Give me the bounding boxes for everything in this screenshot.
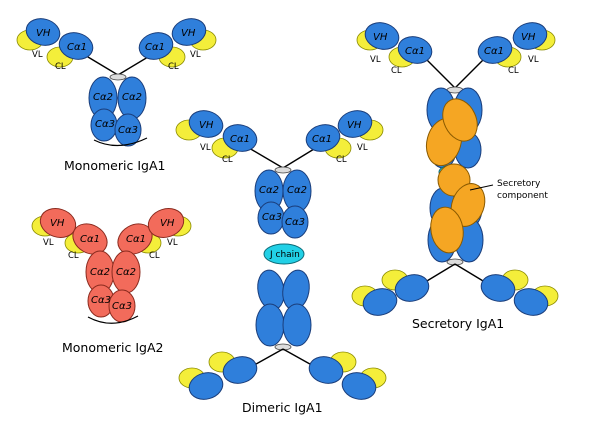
caption-dimeric-iga1: Dimeric IgA1	[242, 400, 323, 415]
cl-label: CL	[336, 155, 347, 165]
ca2-label: Cα2	[287, 185, 307, 196]
ca1-domain	[222, 124, 258, 152]
ca2-label: Cα2	[122, 92, 142, 103]
ca3-label: Cα3	[112, 301, 132, 312]
ca1-domain	[480, 274, 516, 302]
ca1-domain	[394, 274, 430, 302]
vl-label: VL	[528, 55, 539, 65]
ca1-domain	[72, 223, 108, 255]
vh-domain	[25, 18, 61, 46]
ca3-label: Cα3	[118, 125, 138, 136]
vl-label: VL	[167, 238, 178, 248]
caption-monomeric-iga2: Monomeric IgA2	[62, 340, 163, 355]
hinge-region	[274, 343, 292, 351]
ca3-label: Cα3	[91, 295, 111, 306]
vh-label: VH	[160, 218, 175, 229]
ca2-label: Cα2	[90, 267, 110, 278]
secretory-component-pointer	[469, 184, 494, 191]
ca2-label: Cα2	[116, 267, 136, 278]
ca2-domain	[282, 303, 312, 347]
ca3-label: Cα3	[262, 212, 282, 223]
ca1-label: Cα1	[126, 234, 146, 245]
cl-label: CL	[55, 62, 66, 72]
vh-domain	[362, 288, 398, 316]
vl-label: VL	[200, 143, 211, 153]
vh-label: VH	[36, 28, 51, 39]
vl-label: VL	[43, 238, 54, 248]
vh-label: VH	[521, 32, 536, 43]
vh-domain	[147, 208, 185, 238]
ca1-domain	[222, 356, 258, 384]
vh-label: VH	[181, 28, 196, 39]
tailpiece	[93, 137, 148, 147]
vh-label: VH	[373, 32, 388, 43]
secretory-component-domain	[430, 206, 464, 254]
caption-secretory-iga1: Secretory IgA1	[412, 316, 504, 331]
vh-domain	[513, 288, 549, 316]
vh-domain	[188, 110, 224, 138]
vh-domain	[364, 22, 400, 50]
vh-domain	[341, 372, 377, 400]
ca1-label: Cα1	[405, 46, 425, 57]
ca3-label: Cα3	[285, 217, 305, 228]
ca3-label: Cα3	[95, 119, 115, 130]
ca2-domain	[255, 303, 285, 347]
ca1-domain	[477, 36, 513, 64]
ca2-label: Cα2	[259, 185, 279, 196]
vh-domain	[512, 22, 548, 50]
cl-label: CL	[508, 66, 519, 76]
j-chain	[263, 243, 305, 265]
hinge-region	[446, 258, 464, 266]
secretory-component-label-2: component	[497, 191, 548, 201]
vh-domain	[188, 372, 224, 400]
monomeric-iga2: VH Cα1 Cα1 VH VL CL CL VL Cα2 Cα2 Cα3 Cα…	[31, 208, 192, 355]
hinge-region	[109, 73, 127, 81]
vh-label: VH	[347, 120, 362, 131]
dimeric-iga1: J chain VH Cα1 Cα1 VH VL CL CL VL Cα2 Cα…	[175, 110, 387, 415]
vl-label: VL	[32, 50, 43, 60]
ca1-domain	[58, 32, 94, 60]
caption-monomeric-iga1: Monomeric IgA1	[64, 158, 165, 173]
ca1-label: Cα1	[67, 42, 87, 53]
monomeric-iga1: VH Cα1 Cα1 VH VL CL CL VL Cα2 Cα2 Cα3 Cα…	[16, 18, 217, 173]
ca1-domain	[138, 32, 174, 60]
vh-domain	[171, 18, 207, 46]
cl-label: CL	[149, 251, 160, 261]
vl-label: VL	[370, 55, 381, 65]
ca1-label: Cα1	[230, 134, 250, 145]
ca1-label: Cα1	[80, 234, 100, 245]
ca3-domain	[114, 113, 142, 147]
cl-label: CL	[222, 155, 233, 165]
ca1-domain	[308, 356, 344, 384]
j-chain-label: J chain	[269, 250, 300, 260]
cl-label: CL	[391, 66, 402, 76]
ca3-domain	[281, 205, 309, 239]
hinge-region	[274, 166, 292, 174]
secretory-iga1: Secretory component VH Cα1 Cα1 VH VL CL …	[351, 22, 559, 331]
ca1-domain	[305, 124, 341, 152]
ca2-label: Cα2	[93, 92, 113, 103]
ca1-label: Cα1	[312, 134, 332, 145]
vh-domain	[337, 110, 373, 138]
cl-label: CL	[168, 62, 179, 72]
secretory-component-label-1: Secretory	[497, 179, 541, 189]
vh-label: VH	[50, 218, 65, 229]
tailpiece	[87, 315, 139, 324]
vh-label: VH	[199, 120, 214, 131]
ca1-domain	[397, 36, 433, 64]
ca1-label: Cα1	[145, 42, 165, 53]
ca1-label: Cα1	[484, 46, 504, 57]
vl-label: VL	[357, 143, 368, 153]
cl-label: CL	[68, 251, 79, 261]
vl-label: VL	[190, 50, 201, 60]
secretory-component-domain	[442, 98, 478, 142]
